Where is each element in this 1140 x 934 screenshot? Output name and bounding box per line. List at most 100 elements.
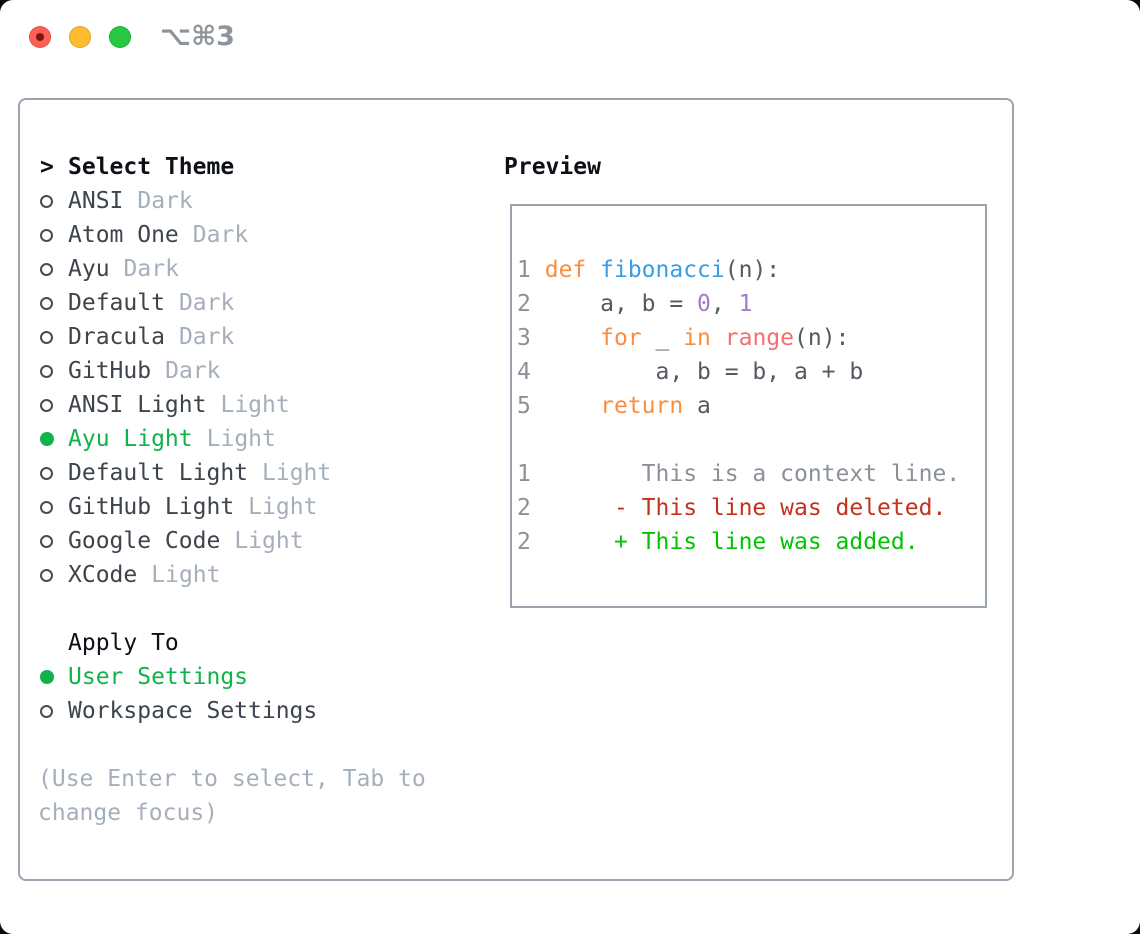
theme-option-ayu[interactable]: Ayu Dark	[38, 252, 468, 286]
close-button[interactable]	[29, 26, 51, 48]
code-token: + This line was added.	[544, 529, 919, 555]
code-token: ,	[710, 291, 739, 317]
radio-selected-icon	[40, 432, 54, 446]
theme-variant: Light	[234, 528, 304, 554]
code-token: 0	[697, 291, 711, 317]
theme-option-ansi-light[interactable]: ANSI Light Light	[38, 388, 468, 422]
theme-option-atom-one[interactable]: Atom One Dark	[38, 218, 468, 252]
theme-name: GitHub Light	[68, 494, 235, 520]
radio-icon	[40, 296, 53, 310]
radio-icon	[40, 262, 53, 276]
line-number: 4	[517, 359, 531, 385]
preview-title: Preview	[504, 154, 601, 180]
theme-name: ANSI Light	[68, 392, 207, 418]
theme-option-default[interactable]: Default Dark	[38, 286, 468, 320]
theme-variant: Light	[151, 562, 221, 588]
theme-variant: Dark	[137, 188, 193, 214]
theme-variant: Dark	[123, 256, 179, 282]
line-number: 1	[517, 461, 531, 487]
code-token: a, b = b, a + b	[544, 359, 864, 385]
select-theme-title: Select Theme	[68, 154, 235, 180]
code-token: (n):	[794, 325, 850, 351]
apply-to-header-row: Apply To	[38, 626, 468, 660]
theme-option-ayu-light[interactable]: Ayu Light Light	[38, 422, 468, 456]
theme-variant: Light	[206, 426, 276, 452]
unsaved-dot-icon	[36, 33, 44, 41]
radio-icon	[40, 568, 53, 582]
select-theme-header-row: > Select Theme	[38, 150, 468, 184]
theme-name: ANSI	[68, 188, 124, 214]
code-line-7: 1 This is a context line.	[517, 457, 979, 491]
apply-option-user-settings[interactable]: User Settings	[38, 660, 468, 694]
maximize-button[interactable]	[109, 26, 131, 48]
code-token: return	[600, 393, 684, 419]
code-token: fibonacci	[600, 257, 725, 283]
line-number: 2	[517, 291, 531, 317]
code-token: a	[683, 393, 711, 419]
apply-to-title: Apply To	[68, 630, 179, 656]
theme-name: GitHub	[68, 358, 152, 384]
line-number: 1	[517, 257, 531, 283]
minimize-button[interactable]	[69, 26, 91, 48]
radio-icon	[40, 228, 53, 242]
theme-variant: Dark	[178, 324, 235, 350]
apply-option-label: User Settings	[68, 664, 249, 690]
code-token: range	[724, 325, 795, 351]
theme-option-ansi[interactable]: ANSI Dark	[38, 184, 468, 218]
code-token	[545, 325, 600, 351]
theme-name: Ayu	[68, 256, 110, 282]
code-token: - This line was deleted.	[544, 495, 947, 521]
cursor-arrow-icon: >	[40, 154, 54, 180]
code-line-9: 2 + This line was added.	[517, 525, 979, 559]
line-number: 2	[517, 529, 531, 555]
theme-variant: Dark	[178, 290, 235, 316]
radio-icon	[40, 704, 53, 718]
radio-icon	[40, 466, 53, 480]
code-token: in	[683, 325, 711, 351]
theme-option-github[interactable]: GitHub Dark	[38, 354, 468, 388]
code-token	[711, 325, 725, 351]
code-token	[586, 257, 600, 283]
code-line-6	[517, 423, 979, 457]
radio-selected-icon	[40, 670, 54, 684]
apply-option-workspace-settings[interactable]: Workspace Settings	[38, 694, 468, 728]
window-title: ⌥⌘3	[160, 21, 235, 52]
theme-name: Default Light	[68, 460, 249, 486]
theme-variant: Light	[220, 392, 290, 418]
theme-option-github-light[interactable]: GitHub Light Light	[38, 490, 468, 524]
line-number: 2	[517, 495, 531, 521]
theme-variant: Light	[248, 494, 318, 520]
code-token: for	[600, 325, 642, 351]
code-line-5: 5 return a	[517, 389, 979, 423]
theme-name: Ayu Light	[68, 426, 193, 452]
code-line-4: 4 a, b = b, a + b	[517, 355, 979, 389]
theme-variant: Dark	[165, 358, 221, 384]
code-token: This is a context line.	[544, 461, 961, 487]
titlebar: ⌥⌘3	[29, 21, 235, 52]
theme-variant: Dark	[192, 222, 249, 248]
theme-option-xcode[interactable]: XCode Light	[38, 558, 468, 592]
code-line-3: 3 for _ in range(n):	[517, 321, 979, 355]
theme-name: Atom One	[68, 222, 179, 248]
code-line-1: 1 def fibonacci(n):	[517, 253, 979, 287]
code-token: def	[544, 257, 587, 283]
code-token: a, b =	[544, 291, 698, 317]
code-token	[545, 393, 600, 419]
radio-icon	[40, 398, 53, 412]
theme-name: Default	[68, 290, 165, 316]
code-token: _	[641, 325, 684, 351]
radio-icon	[40, 534, 53, 548]
radio-icon	[40, 364, 53, 378]
theme-name: XCode	[68, 562, 138, 588]
